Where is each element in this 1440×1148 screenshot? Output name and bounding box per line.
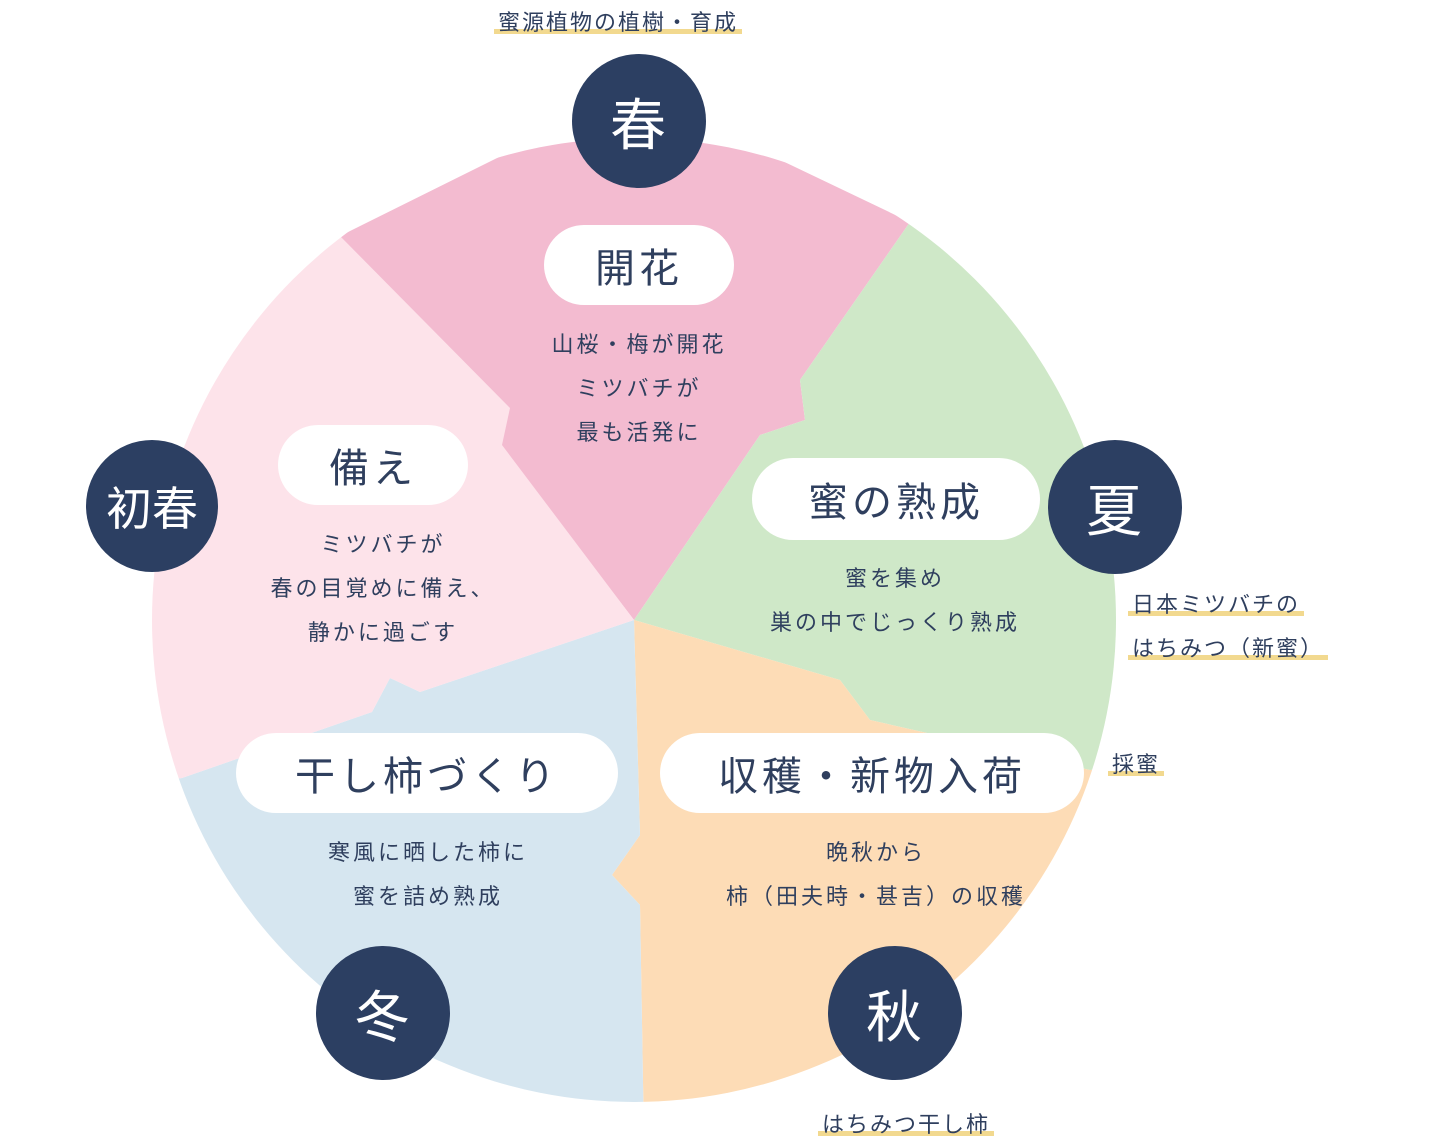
summer-title-pill: 蜜の熟成 [752,458,1040,540]
early-spring-line: 静かに過ごす [307,621,459,646]
summer-line: 蜜を集め [844,567,945,592]
season-spring-label: 春 [610,93,668,159]
note-autumn: はちみつ干し柿 [818,1104,995,1148]
early-spring-description: ミツバチが 春の目覚めに備え、 静かに過ごす [240,524,526,656]
spring-line: 山桜・梅が開花 [551,333,727,358]
spring-description: 山桜・梅が開花 ミツバチが 最も活発に [500,324,778,456]
summer-title: 蜜の熟成 [808,480,984,526]
autumn-title-pill: 収穫・新物入荷 [660,733,1084,813]
autumn-title: 収穫・新物入荷 [718,754,1026,800]
winter-line: 蜜を詰め熟成 [352,885,503,910]
early-spring-title: 備え [329,446,417,492]
season-early-spring-label: 初春 [106,482,198,536]
autumn-line: 晩秋から [825,841,926,866]
winter-description: 寒風に晒した柿に 蜜を詰め熟成 [290,832,566,920]
segment-spring [340,138,910,620]
spring-line: 最も活発に [576,421,702,446]
season-badge-spring: 春 [572,54,706,188]
autumn-description: 晩秋から 柿（田夫時・甚吉）の収穫 [696,832,1056,920]
winter-title-pill: 干し柿づくり [236,733,618,813]
season-autumn-label: 秋 [866,985,924,1051]
note-summer: 日本ミツバチの はちみつ（新蜜） [1128,584,1329,672]
note-spring: 蜜源植物の植樹・育成 [494,2,743,46]
spring-title: 開花 [595,246,683,292]
note-summer-line: はちみつ（新蜜） [1128,637,1329,662]
early-spring-title-pill: 備え [278,425,468,505]
summer-line: 巣の中でじっくり熟成 [769,611,1020,636]
note-autumn-line: はちみつ干し柿 [818,1113,995,1138]
winter-title: 干し柿づくり [295,754,559,800]
early-spring-line: ミツバチが [320,533,446,558]
note-harvest-line: 採蜜 [1108,753,1165,778]
season-badge-early-spring: 初春 [86,440,218,572]
season-summer-label: 夏 [1086,479,1144,545]
autumn-line: 柿（田夫時・甚吉）の収穫 [725,885,1026,910]
season-badge-summer: 夏 [1048,440,1182,574]
early-spring-line: 春の目覚めに備え、 [270,577,496,602]
spring-title-pill: 開花 [544,225,734,305]
spring-line: ミツバチが [576,377,702,402]
season-badge-winter: 冬 [316,946,450,1080]
season-badge-autumn: 秋 [828,946,962,1080]
note-spring-line: 蜜源植物の植樹・育成 [494,11,743,36]
season-winter-label: 冬 [354,985,412,1051]
segment-early-spring [152,236,634,790]
note-harvest: 採蜜 [1108,744,1165,788]
summer-description: 蜜を集め 巣の中でじっくり熟成 [740,558,1050,646]
note-summer-line: 日本ミツバチの [1128,593,1305,618]
winter-line: 寒風に晒した柿に [327,841,528,866]
